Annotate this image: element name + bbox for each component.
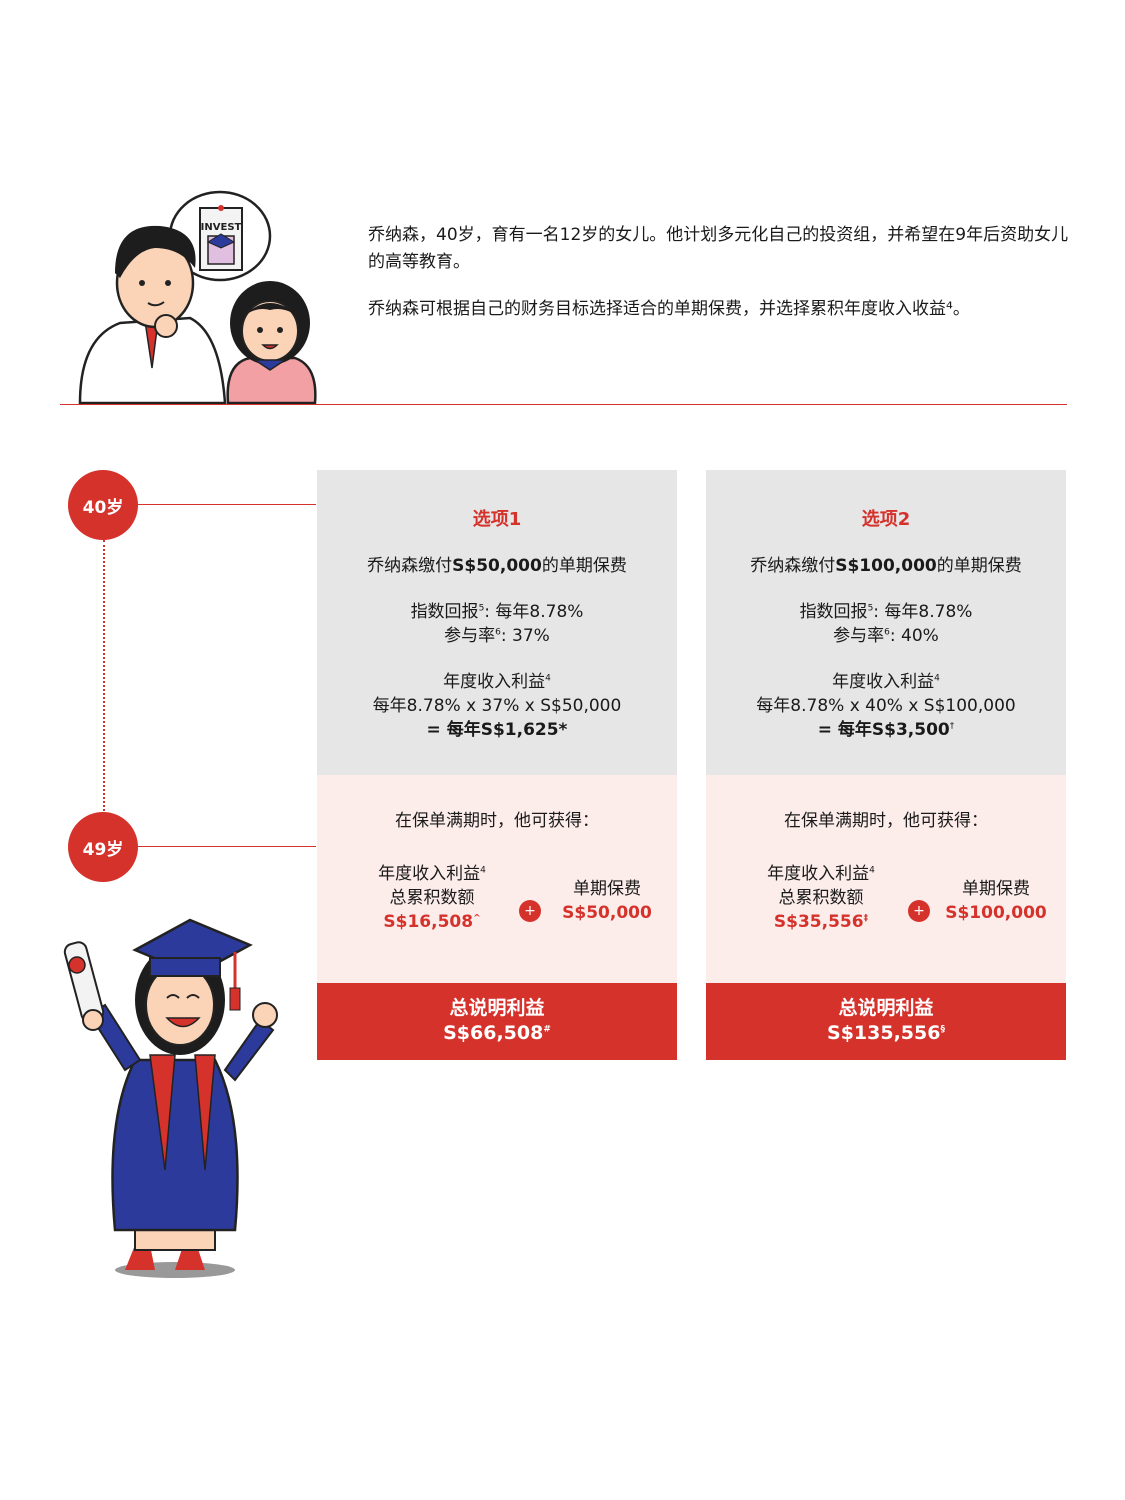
option-1-premium: 乔纳森缴付S$50,000的单期保费: [317, 554, 677, 578]
option-2-total: 总说明利益 S$135,556§: [706, 983, 1066, 1060]
option-2-total-mark: §: [940, 1024, 945, 1035]
option-2-premium: 乔纳森缴付S$100,000的单期保费: [706, 554, 1066, 578]
option-2-single-label: 单期保费: [962, 879, 1030, 899]
option-1-total-mark: #: [543, 1024, 551, 1035]
option-2-result: = 每年S$3,500: [817, 720, 950, 740]
option-2-income-label: 年度收入利益: [832, 672, 935, 692]
option-2-result-mark: †: [949, 721, 955, 732]
option-1-single-label: 单期保费: [573, 879, 641, 899]
option-2-single-value: S$100,000: [945, 903, 1047, 923]
option-1-formula: 每年8.78% x 37% x S$50,000: [372, 696, 622, 716]
option-1-income-label: 年度收入利益: [443, 672, 546, 692]
option-2-maturity-label: 在保单满期时，他可获得：: [784, 811, 988, 831]
option-1-premium-post: 的单期保费: [541, 556, 627, 576]
footnote-6: 6: [884, 627, 890, 638]
option-1-participation-label: 参与率: [444, 626, 496, 646]
option-1-title: 选项1: [472, 509, 522, 530]
father-daughter-illustration: INVEST: [78, 190, 317, 405]
footnote-5: 5: [867, 603, 874, 614]
option-1-index-return-label: 指数回报: [410, 602, 479, 622]
graduate-illustration: [63, 918, 278, 1278]
option-2-income: 年度收入利益4 每年8.78% x 40% x S$100,000 = 每年S$…: [706, 670, 1066, 742]
option-1-income: 年度收入利益4 每年8.78% x 37% x S$50,000 = 每年S$1…: [317, 670, 677, 742]
option-1-calculation: 选项1 乔纳森缴付S$50,000的单期保费 指数回报5: 每年8.78% 参与…: [317, 470, 677, 775]
option-2-participation-value: : 40%: [889, 626, 939, 646]
option-1-maturity: 在保单满期时，他可获得： 年度收入利益4 总累积数额 S$16,508^ + 单…: [317, 775, 677, 983]
option-1-maturity-label: 在保单满期时，他可获得：: [395, 811, 599, 831]
footnote-4: 4: [869, 865, 875, 876]
option-2-formula: 每年8.78% x 40% x S$100,000: [756, 696, 1016, 716]
option-1-result: = 每年S$1,625*: [426, 720, 568, 740]
intro-text: 乔纳森，40岁，育有一名12岁的女儿。他计划多元化自己的投资组，并希望在9年后资…: [368, 222, 1080, 323]
option-2-index-return-label: 指数回报: [799, 602, 868, 622]
option-2-index-return-value: : 每年8.78%: [873, 602, 973, 622]
footnote-4: 4: [934, 673, 940, 684]
option-2-premium-amount: S$100,000: [835, 556, 937, 576]
footnote-5: 5: [478, 603, 485, 614]
option-1-total: 总说明利益 S$66,508#: [317, 983, 677, 1060]
plus-icon: +: [908, 900, 930, 922]
option-1-accum-value: S$16,508: [383, 912, 474, 932]
timeline-dotted-line: [103, 540, 105, 815]
option-2-accum-label-1: 年度收入利益: [767, 864, 870, 884]
footnote-4: 4: [545, 673, 551, 684]
option-1-total-value: S$66,508: [443, 1022, 544, 1044]
option-2-calculation: 选项2 乔纳森缴付S$100,000的单期保费 指数回报5: 每年8.78% 参…: [706, 470, 1066, 775]
footnote-6: 6: [495, 627, 501, 638]
option-1-accumulated: 年度收入利益4 总累积数额 S$16,508^: [347, 862, 517, 934]
option-2-single-premium: 单期保费 S$100,000: [936, 877, 1056, 925]
age-badge-49: 49岁: [68, 812, 138, 882]
option-1-premium-pre: 乔纳森缴付: [367, 556, 453, 576]
option-card-1: 选项1 乔纳森缴付S$50,000的单期保费 指数回报5: 每年8.78% 参与…: [317, 470, 677, 1060]
option-1-participation-value: : 37%: [500, 626, 550, 646]
option-1-index-return-value: : 每年8.78%: [484, 602, 584, 622]
option-2-participation-label: 参与率: [833, 626, 885, 646]
option-1-single-premium: 单期保费 S$50,000: [547, 877, 667, 925]
option-2-premium-pre: 乔纳森缴付: [750, 556, 836, 576]
option-2-accum-mark: ‡: [863, 913, 869, 924]
intro-paragraph-2: 乔纳森可根据自己的财务目标选择适合的单期保费，并选择累积年度收入收益⁴。: [368, 299, 970, 319]
section-divider: [60, 404, 1067, 405]
invest-sign-text: INVEST: [201, 222, 242, 233]
option-2-total-value: S$135,556: [827, 1022, 941, 1044]
option-2-premium-post: 的单期保费: [936, 556, 1022, 576]
age-40-connector: [138, 504, 316, 505]
option-1-accum-mark: ^: [473, 913, 481, 924]
footnote-4: 4: [480, 865, 486, 876]
option-card-2: 选项2 乔纳森缴付S$100,000的单期保费 指数回报5: 每年8.78% 参…: [706, 470, 1066, 1060]
option-1-accum-label-1: 年度收入利益: [378, 864, 481, 884]
option-1-single-value: S$50,000: [562, 903, 652, 923]
option-2-title: 选项2: [861, 509, 911, 530]
option-1-rates: 指数回报5: 每年8.78% 参与率6: 37%: [317, 600, 677, 648]
intro-paragraph-1: 乔纳森，40岁，育有一名12岁的女儿。他计划多元化自己的投资组，并希望在9年后资…: [368, 225, 1069, 272]
option-1-premium-amount: S$50,000: [452, 556, 542, 576]
option-2-rates: 指数回报5: 每年8.78% 参与率6: 40%: [706, 600, 1066, 648]
option-2-maturity: 在保单满期时，他可获得： 年度收入利益4 总累积数额 S$35,556‡ + 单…: [706, 775, 1066, 983]
plus-icon: +: [519, 900, 541, 922]
option-1-total-label: 总说明利益: [449, 997, 545, 1019]
option-2-accumulated: 年度收入利益4 总累积数额 S$35,556‡: [736, 862, 906, 934]
option-2-accum-label-2: 总累积数额: [778, 888, 864, 908]
option-1-accum-label-2: 总累积数额: [389, 888, 475, 908]
option-2-total-label: 总说明利益: [838, 997, 934, 1019]
age-badge-40: 40岁: [68, 470, 138, 540]
age-49-connector: [138, 846, 316, 847]
option-2-accum-value: S$35,556: [773, 912, 864, 932]
